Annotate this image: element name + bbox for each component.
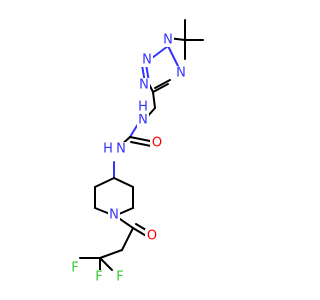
bond-cf3-to-f-right [99, 257, 113, 271]
molecule-diagram: N N N N N H O N H N O [69, 19, 204, 285]
bond-layer [79, 19, 204, 271]
bond-carbonyl-to-o [129, 136, 151, 142]
bond-tetrazole-c5-n3 [152, 83, 169, 93]
bond-pip-c4-c5 [94, 177, 115, 188]
atom-acyl-o: O [147, 229, 157, 244]
atom-urea-h2: H [103, 142, 113, 157]
atom-tetrazole-n2: N [163, 33, 173, 48]
bond-pip-c4-c3 [113, 177, 134, 188]
atom-fluorine-left: F [71, 261, 78, 276]
atom-urea-o: O [152, 136, 162, 151]
atom-urea-n2: N [116, 142, 126, 157]
atom-tetrazole-n4: N [139, 78, 149, 93]
bond-pip-c6-n1 [94, 207, 111, 215]
atom-fluorine-bottom: F [95, 270, 102, 285]
bond-pip-c2-n1 [118, 207, 134, 215]
bond-acyl-c-to-ch2 [121, 227, 134, 251]
bond-nh-to-carbonyl [129, 123, 139, 138]
atom-tetrazole-n1: N [142, 53, 152, 68]
atom-fluorine-right: F [116, 270, 123, 285]
atom-urea-n1: N [138, 113, 148, 128]
atom-layer: N N N N N H O N H N O [69, 33, 187, 285]
bond-tetrazole-n2-n1 [151, 45, 169, 59]
bond-carbonyl-to-o-double [130, 141, 152, 147]
bond-tetrazole-n2-n3 [167, 45, 179, 67]
bond-tetrazole-c5-n3-double [154, 79, 171, 89]
atom-tetrazole-n3: N [176, 66, 186, 81]
atom-urea-h1: H [138, 100, 148, 115]
bond-n1-to-acyl-c [119, 218, 134, 229]
bond-c5-to-methylene [152, 91, 156, 109]
atom-piperidine-n: N [109, 208, 119, 223]
molecule-structure-svg: N N N N N H O N H N O [69, 19, 204, 285]
bond-ch2-to-cf3 [99, 249, 123, 259]
